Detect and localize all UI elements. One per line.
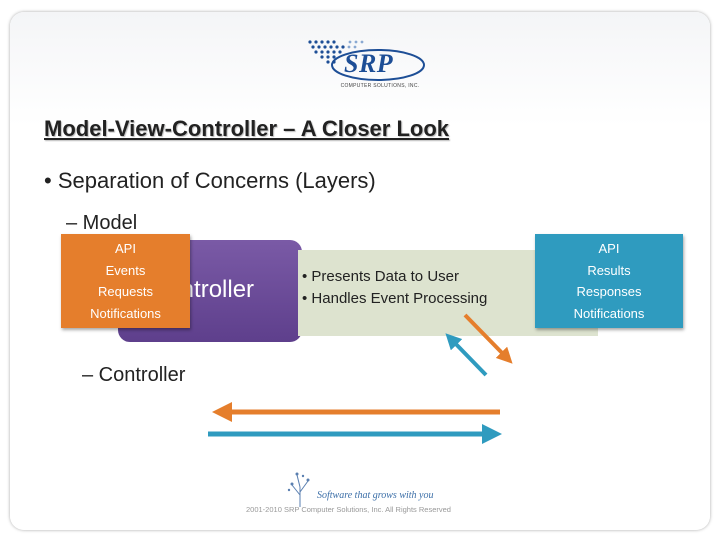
callout-left-line: Notifications <box>90 305 161 321</box>
teal-diagonal-arrow-icon <box>445 333 488 377</box>
logo-subtitle: COMPUTER SOLUTIONS, INC. <box>340 83 420 89</box>
footer-tagline: Software that grows with you <box>317 490 434 501</box>
sub-item-controller: – Controller <box>82 364 186 386</box>
orange-diagonal-arrow-icon <box>463 313 513 364</box>
callout-right-line: API <box>598 241 620 256</box>
callout-right: API Results Responses Notifications <box>535 234 683 328</box>
callout-left-line: API <box>115 241 136 256</box>
callout-right-line: Responses <box>576 284 642 299</box>
bullet-separation-of-concerns: • Separation of Concerns (Layers) <box>44 168 376 193</box>
srp-logo: SRP COMPUTER SOLUTIONS, INC. <box>300 34 440 104</box>
info-item: Handles Event Processing <box>302 288 487 310</box>
logo-dots-icon <box>308 40 425 81</box>
tree-icon <box>287 472 310 507</box>
slide: SRP COMPUTER SOLUTIONS, INC. Model-View-… <box>10 12 710 530</box>
footer-copyright: 2001-2010 SRP Computer Solutions, Inc. A… <box>246 505 451 514</box>
callout-left-line: Events <box>105 262 146 278</box>
callout-left: API Events Requests Notifications <box>61 234 190 328</box>
callout-left-line: Requests <box>98 284 153 299</box>
callout-right-line: Results <box>587 262 631 278</box>
logo-text: SRP <box>344 49 394 78</box>
arrows-layer <box>208 313 513 444</box>
info-item: Presents Data to User <box>302 266 487 288</box>
callout-right-line: Notifications <box>573 305 645 321</box>
sub-item-model: – Model <box>66 212 138 234</box>
slide-title: Model-View-Controller – A Closer Look <box>44 116 450 141</box>
info-list: Presents Data to User Handles Event Proc… <box>302 266 487 310</box>
